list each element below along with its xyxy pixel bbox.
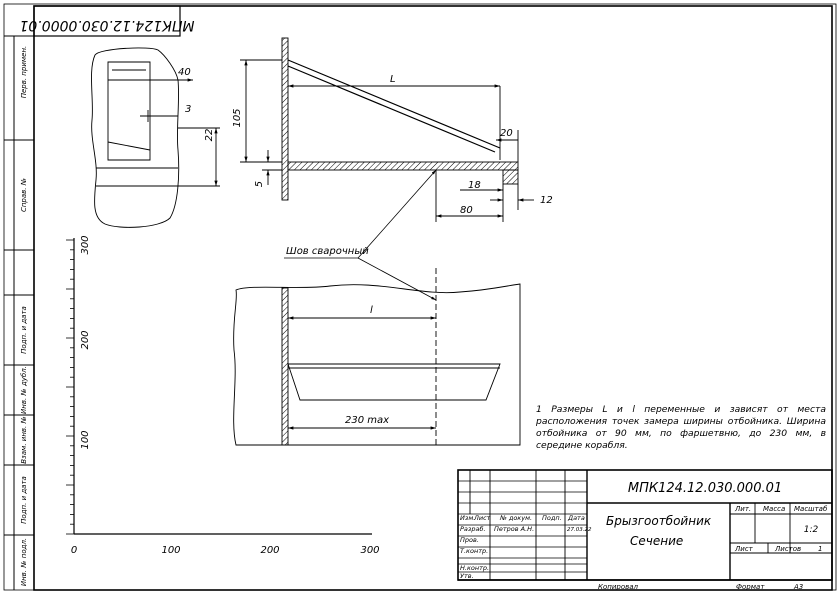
tb-scale-value: 1:2 bbox=[804, 525, 819, 535]
tb-format-value: А3 bbox=[793, 583, 803, 591]
side-perv-primen: Перв. примен. bbox=[20, 46, 28, 99]
dim-l: l bbox=[370, 305, 373, 316]
tb-listov-value: 1 bbox=[818, 545, 822, 553]
tb-utv: Утв. bbox=[460, 572, 474, 580]
tb-prov: Пров. bbox=[460, 536, 479, 544]
ruler-ticks bbox=[66, 239, 74, 535]
tb-tkontr: Т.контр. bbox=[460, 547, 488, 555]
side-podp-data-1: Подп. и дата bbox=[20, 306, 28, 354]
dim-12: 12 bbox=[540, 195, 553, 206]
tb-masshtab: Масштаб bbox=[794, 505, 828, 513]
side-column bbox=[4, 35, 34, 590]
tb-razrab-name: Петров А.Н. bbox=[494, 525, 534, 533]
dim-5: 5 bbox=[254, 181, 265, 187]
section-view bbox=[233, 268, 521, 446]
title-block-rows bbox=[458, 480, 587, 573]
tb-lit: Лит. bbox=[734, 505, 751, 513]
ruler-v-200: 200 bbox=[80, 330, 91, 349]
outer-border bbox=[3, 3, 837, 591]
weld-label: Шов сварочный bbox=[286, 246, 369, 257]
side-inv-dubl: Инв. № дубл. bbox=[20, 366, 28, 414]
ruler-h-0: 0 bbox=[71, 545, 77, 556]
rotated-stamp: МПК124.12.030.0000.01 bbox=[19, 5, 195, 37]
ruler-v-100: 100 bbox=[80, 430, 91, 449]
tb-listov-label: Листов bbox=[774, 545, 801, 553]
stamp-text: МПК124.12.030.0000.01 bbox=[19, 17, 194, 33]
ruler-h-200: 200 bbox=[260, 545, 279, 556]
tb-izm: Изм. bbox=[460, 514, 475, 522]
ruler-h-100: 100 bbox=[161, 545, 180, 556]
detail-view bbox=[91, 47, 220, 228]
main-profile bbox=[240, 37, 534, 222]
title-line1: Брызгоотбойник bbox=[606, 514, 712, 528]
dim-3: 3 bbox=[185, 104, 191, 115]
side-vzam-inv: Взам. инв. № bbox=[20, 416, 28, 464]
dim-80: 80 bbox=[460, 205, 473, 216]
side-podp-data-2: Подп. и дата bbox=[20, 476, 28, 524]
tb-kopiroval: Копировал bbox=[598, 583, 639, 591]
dim-18: 18 bbox=[468, 180, 481, 191]
side-sprav-no: Справ. № bbox=[20, 178, 28, 212]
tb-format-label: Формат bbox=[736, 583, 765, 591]
ruler-v-300: 300 bbox=[80, 235, 91, 254]
designation: МПК124.12.030.000.01 bbox=[628, 481, 782, 496]
tb-list: Лист bbox=[473, 514, 491, 522]
tb-n-dokum: № докум. bbox=[499, 514, 532, 522]
dim-22: 22 bbox=[204, 129, 215, 142]
dim-L: L bbox=[390, 74, 396, 85]
dim-40: 40 bbox=[178, 67, 191, 78]
side-inv-podl: Инв. № подл. bbox=[20, 538, 28, 586]
drawing-note: 1 Размеры L и l переменные и зависят от … bbox=[536, 404, 826, 451]
drawing-frame bbox=[33, 5, 833, 591]
tb-razrab-date: 27.03.22 bbox=[567, 527, 592, 533]
title-line2: Сечение bbox=[630, 534, 683, 548]
tb-podp: Подп. bbox=[542, 514, 562, 522]
dim-105: 105 bbox=[232, 108, 243, 127]
weld-callout bbox=[284, 169, 437, 301]
tb-massa: Масса bbox=[763, 505, 785, 513]
tb-data: Дата bbox=[567, 514, 585, 522]
tb-list-label: Лист bbox=[734, 545, 754, 553]
dim-230max: 230 max bbox=[345, 415, 389, 426]
tb-nkontr: Н.контр. bbox=[460, 564, 489, 572]
ruler-h-300: 300 bbox=[360, 545, 379, 556]
dim-20: 20 bbox=[500, 128, 513, 139]
scale-ruler bbox=[73, 238, 372, 535]
tb-razrab-label: Разраб. bbox=[460, 525, 486, 533]
